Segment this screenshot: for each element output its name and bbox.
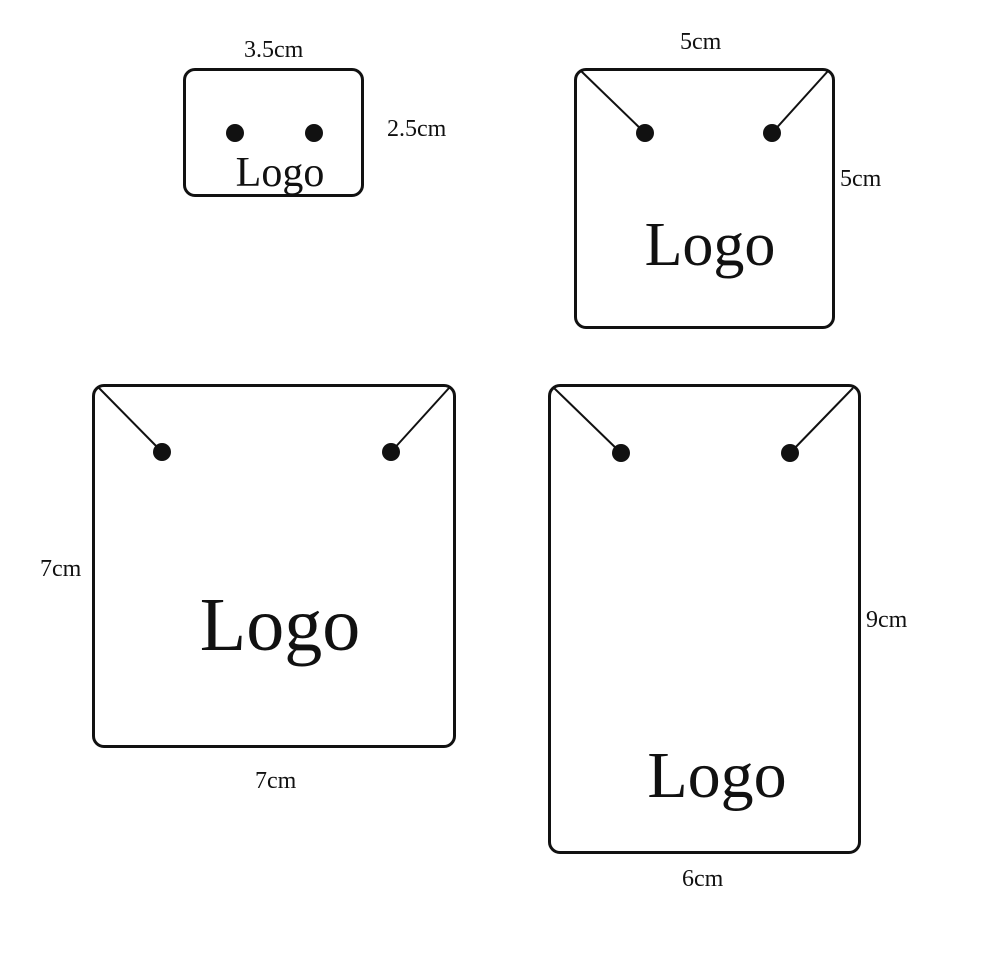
card-2-outline <box>574 68 835 329</box>
card-1-height-label: 2.5cm <box>387 116 447 142</box>
card-4-width-label: 6cm <box>682 866 724 892</box>
card-2-logo-text: Logo <box>644 211 776 279</box>
card-1-outline <box>183 68 364 197</box>
card-1-width-label: 3.5cm <box>244 37 304 63</box>
card-3-logo-text: Logo <box>199 583 361 667</box>
card-3-height-label: 7cm <box>40 556 82 582</box>
card-1-logo-text: Logo <box>235 150 325 196</box>
card-4-outline <box>548 384 861 854</box>
card-4-height-label: 9cm <box>866 607 908 633</box>
card-2-height-label: 5cm <box>840 166 882 192</box>
card-2-width-label: 5cm <box>680 29 722 55</box>
card-4-logo-text: Logo <box>647 739 787 812</box>
card-3-width-label: 7cm <box>255 768 297 794</box>
card-3-outline <box>92 384 456 748</box>
